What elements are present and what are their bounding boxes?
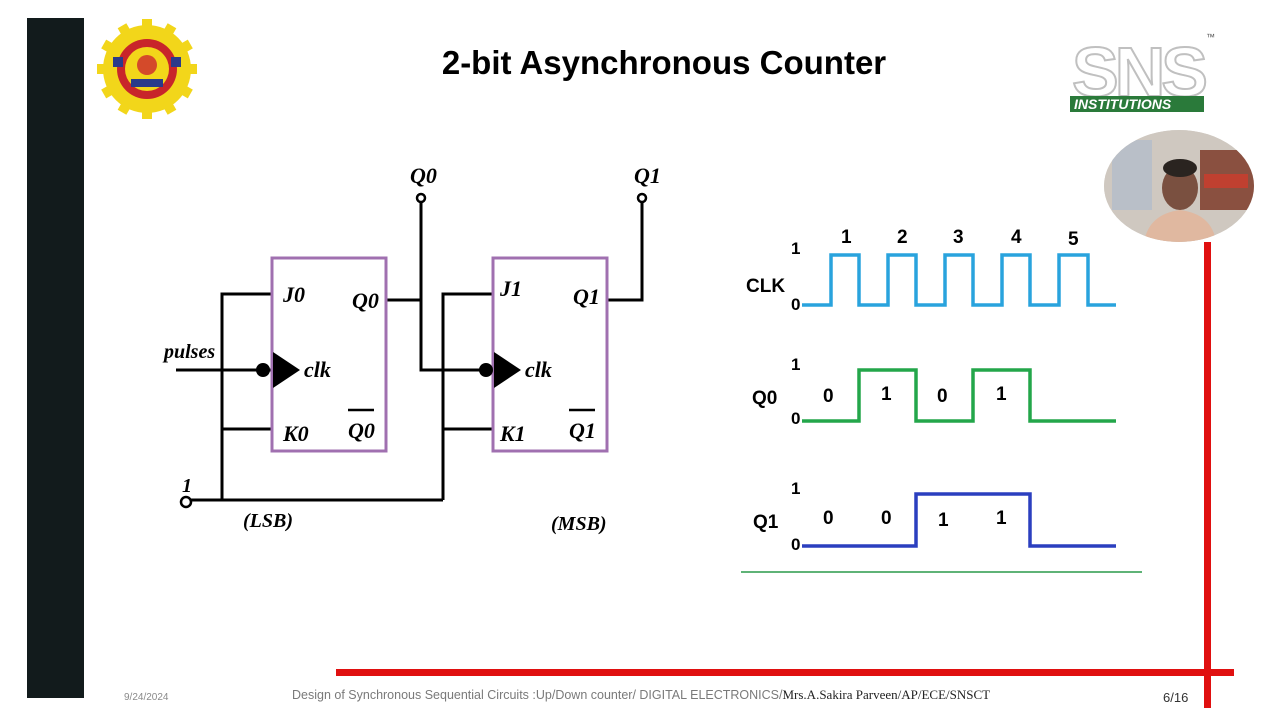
ff1-j-label: J1 — [499, 276, 522, 301]
logic-one-terminal — [179, 495, 193, 509]
q1-output-label: Q1 — [634, 163, 661, 188]
q1-signal-name: Q1 — [753, 512, 779, 533]
clk-waveform — [802, 253, 1116, 307]
lsb-label: (LSB) — [243, 510, 293, 532]
q0-output-terminal — [415, 192, 427, 204]
sns-institutions-logo: SNS ™ INSTITUTIONS — [1070, 32, 1215, 112]
clk-pulse-4: 4 — [1011, 227, 1022, 248]
clk-high-level: 1 — [791, 239, 800, 258]
footer-author: Mrs.A.Sakira Parveen/AP/ECE/SNSCT — [782, 687, 991, 702]
ff1-q-label: Q1 — [573, 284, 600, 309]
pulses-input-label: pulses — [162, 341, 215, 363]
jk-flipflop-1 — [491, 256, 609, 453]
jk-flipflop-0 — [270, 256, 388, 453]
q1-high-level: 1 — [791, 479, 800, 498]
q0-state-1: 0 — [823, 386, 834, 407]
q0-high-level: 1 — [791, 355, 800, 374]
footer-course: Design of Synchronous Sequential Circuit… — [292, 688, 783, 702]
red-accent-vertical — [1204, 242, 1211, 708]
footer-course-info: Design of Synchronous Sequential Circuit… — [292, 687, 990, 703]
ff0-q-label: Q0 — [352, 288, 379, 313]
q1-low-level: 0 — [791, 535, 800, 554]
left-sidebar-bar — [27, 18, 84, 698]
ff0-j-label: J0 — [282, 282, 305, 307]
red-accent-horizontal — [336, 669, 1234, 676]
clk-signal-name: CLK — [746, 276, 785, 297]
footer-date: 9/24/2024 — [124, 692, 169, 703]
college-seal-logo — [97, 19, 197, 119]
ff0-k-label: K0 — [282, 421, 309, 446]
ff0-clk-label: clk — [304, 357, 331, 382]
q1-output-terminal — [636, 192, 648, 204]
q1-state-2: 0 — [881, 508, 892, 529]
ff1-clk-label: clk — [525, 357, 552, 382]
ff1-qbar-label: Q1 — [569, 418, 596, 443]
clk-pulse-3: 3 — [953, 227, 964, 248]
clk-pulse-1: 1 — [841, 227, 852, 248]
ff1-k-label: K1 — [499, 421, 526, 446]
ff0-qbar-label: Q0 — [348, 418, 375, 443]
q1-state-1: 0 — [823, 508, 834, 529]
sns-logo-tagline: INSTITUTIONS — [1074, 96, 1172, 112]
q0-waveform — [802, 368, 1116, 423]
clk-low-level: 0 — [791, 295, 800, 314]
q0-state-2: 1 — [881, 384, 892, 405]
timing-diagram: CLK 1 0 1 2 3 4 5 Q0 1 0 0 1 0 1 Q1 1 0 … — [741, 227, 1142, 573]
msb-label: (MSB) — [551, 513, 607, 535]
q0-state-4: 1 — [996, 384, 1007, 405]
trademark-mark: ™ — [1206, 32, 1215, 42]
slide-page-number: 6/16 — [1163, 690, 1189, 705]
presenter-webcam — [1104, 130, 1254, 242]
q0-low-level: 0 — [791, 409, 800, 428]
clk-pulse-5: 5 — [1068, 229, 1079, 250]
q1-state-3: 1 — [938, 510, 949, 531]
q1-state-4: 1 — [996, 508, 1007, 529]
q0-output-label: Q0 — [410, 163, 437, 188]
clk-pulse-2: 2 — [897, 227, 908, 248]
q1-waveform — [802, 492, 1116, 548]
slide-title: 2-bit Asynchronous Counter — [441, 44, 887, 81]
q0-state-3: 0 — [937, 386, 948, 407]
q0-signal-name: Q0 — [752, 388, 777, 409]
counter-circuit-diagram: Q0 Q1 J0 K0 clk Q0 Q0 J1 K1 clk Q1 Q1 pu… — [162, 163, 661, 535]
logic-one-label: 1 — [182, 475, 192, 497]
